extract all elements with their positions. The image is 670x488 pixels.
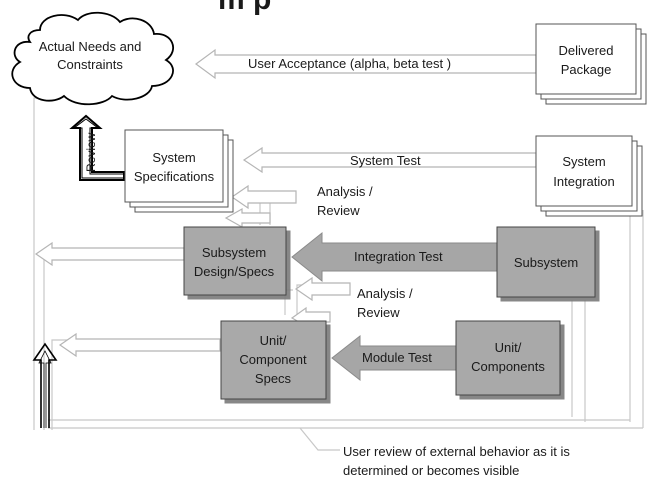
heading-fragment: m p <box>218 0 271 16</box>
unit-specs-line-1: Unit/ <box>260 333 287 348</box>
unit-components-box: Unit/ Components <box>455 320 561 396</box>
review-label: Review <box>84 132 98 172</box>
system-integration-box: System Integration <box>535 135 643 217</box>
analysis-review-1-line-2: Review <box>317 203 360 218</box>
analysis-review-arrow-2 <box>294 276 351 302</box>
integration-test-label: Integration Test <box>354 249 443 264</box>
left-return-arrow-2 <box>58 332 221 358</box>
system-specs-line-2: Specifications <box>134 169 215 184</box>
delivered-line-1: Delivered <box>559 43 614 58</box>
review-arrow <box>69 114 125 181</box>
left-return-arrow-1 <box>34 241 185 267</box>
unit-component-specs-box: Unit/ Component Specs <box>220 320 327 400</box>
delivered-line-2: Package <box>561 62 612 77</box>
up-arrow <box>32 342 58 428</box>
subsystem-specs-line-1: Subsystem <box>202 245 266 260</box>
user-review-line-1: User review of external behavior as it i… <box>343 444 570 459</box>
user-acceptance-label: User Acceptance (alpha, beta test ) <box>248 56 451 71</box>
system-specs-line-1: System <box>152 150 195 165</box>
unit-specs-line-3: Specs <box>255 371 292 386</box>
unit-components-line-2: Components <box>471 359 545 374</box>
system-integration-line-1: System <box>562 154 605 169</box>
small-return-arrow-1 <box>224 207 271 229</box>
module-test-label: Module Test <box>362 350 432 365</box>
subsystem-specs-line-2: Design/Specs <box>194 264 275 279</box>
actual-needs-cloud: Actual Needs and Constraints <box>11 11 174 106</box>
subsystem-box: Subsystem <box>496 226 596 298</box>
user-review-line-2: determined or becomes visible <box>343 463 519 478</box>
analysis-review-2-line-2: Review <box>357 305 400 320</box>
cloud-line-1: Actual Needs and <box>39 39 142 54</box>
subsystem-line-1: Subsystem <box>514 255 578 270</box>
system-test-label: System Test <box>350 153 421 168</box>
system-integration-line-2: Integration <box>553 174 614 189</box>
system-specifications-box: System Specifications <box>124 129 234 213</box>
unit-components-line-1: Unit/ <box>495 340 522 355</box>
analysis-review-2-line-1: Analysis / <box>357 286 413 301</box>
return-lines <box>33 97 644 451</box>
analysis-review-arrow-1 <box>230 184 297 210</box>
delivered-package-box: Delivered Package <box>535 23 647 105</box>
analysis-review-1-line-1: Analysis / <box>317 184 373 199</box>
strong-arrows <box>291 231 499 382</box>
unit-specs-line-2: Component <box>239 352 307 367</box>
cloud-line-2: Constraints <box>57 57 123 72</box>
subsystem-design-specs-box: Subsystem Design/Specs <box>183 226 287 296</box>
